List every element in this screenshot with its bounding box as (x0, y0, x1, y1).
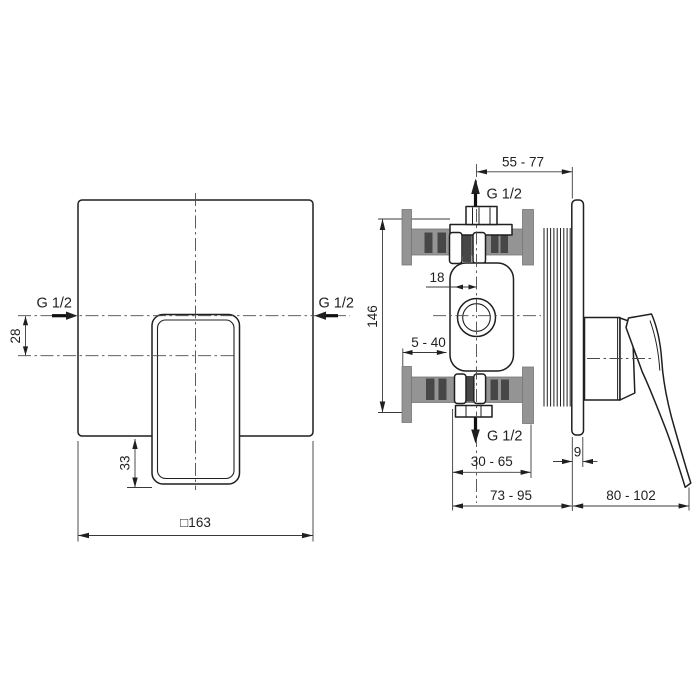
dimension-163: □163 (77, 441, 314, 542)
dimension-146: 146 (365, 219, 386, 413)
handle-crease (649, 320, 661, 371)
dimension-33: 33 (118, 439, 152, 488)
bottom-hex-nut (454, 404, 493, 418)
inlet-left-arrow-icon (66, 311, 78, 320)
dimension-30-65: 30 - 65 (452, 409, 532, 511)
lever-handle-side (583, 313, 692, 489)
outlet-bottom-arrow-icon (471, 429, 480, 444)
mount-lug (472, 231, 487, 265)
inlet-left-label: G 1/2 (37, 296, 72, 312)
inlet-right-label: G 1/2 (319, 296, 354, 312)
dimension-5-40: 5 - 40 (402, 335, 447, 366)
dimension-33-label: 33 (118, 455, 133, 470)
valve-body (448, 205, 515, 418)
mount-lug (448, 231, 463, 265)
dimension-18: 18 (426, 270, 477, 290)
lever-handle-front-inner (156, 319, 235, 480)
dimension-28: 28 (8, 316, 29, 356)
dimension-28-label: 28 (8, 328, 23, 343)
dimension-30-65-label: 30 - 65 (471, 454, 513, 469)
outlet-top-label: G 1/2 (487, 187, 522, 203)
dimension-80-102-label: 80 - 102 (606, 488, 656, 503)
top-union-nut (465, 205, 498, 226)
dimension-18-label: 18 (429, 270, 444, 285)
outlet-top-arrow-icon (471, 178, 480, 194)
dimension-146-label: 146 (365, 305, 380, 328)
dimension-55-77-label: 55 - 77 (502, 155, 544, 170)
dimension-5-40-label: 5 - 40 (411, 335, 446, 350)
mounting-bracket-bottom (401, 366, 534, 424)
dimension-163-label: □163 (180, 515, 211, 530)
side-view: G 1/2 G 1/2 55 - 77 146 18 (365, 155, 692, 511)
dimension-73-95: 73 - 95 (452, 488, 572, 509)
dimension-9-label: 9 (574, 445, 582, 460)
dimension-80-102: 80 - 102 (572, 487, 690, 511)
inlet-right-arrow-icon (314, 311, 326, 320)
front-view: G 1/2 G 1/2 28 33 □163 (8, 193, 354, 542)
dimension-73-95-label: 73 - 95 (490, 488, 532, 503)
handle-lever-blade (625, 313, 692, 489)
mount-lug (453, 373, 467, 405)
trim-plate-side (571, 199, 585, 436)
outlet-bottom-label: G 1/2 (487, 429, 522, 445)
threaded-sleeve-ribs (543, 228, 571, 407)
mount-lug (473, 373, 487, 405)
dimension-9: 9 (553, 437, 598, 511)
dimension-55-77: 55 - 77 (476, 155, 573, 199)
